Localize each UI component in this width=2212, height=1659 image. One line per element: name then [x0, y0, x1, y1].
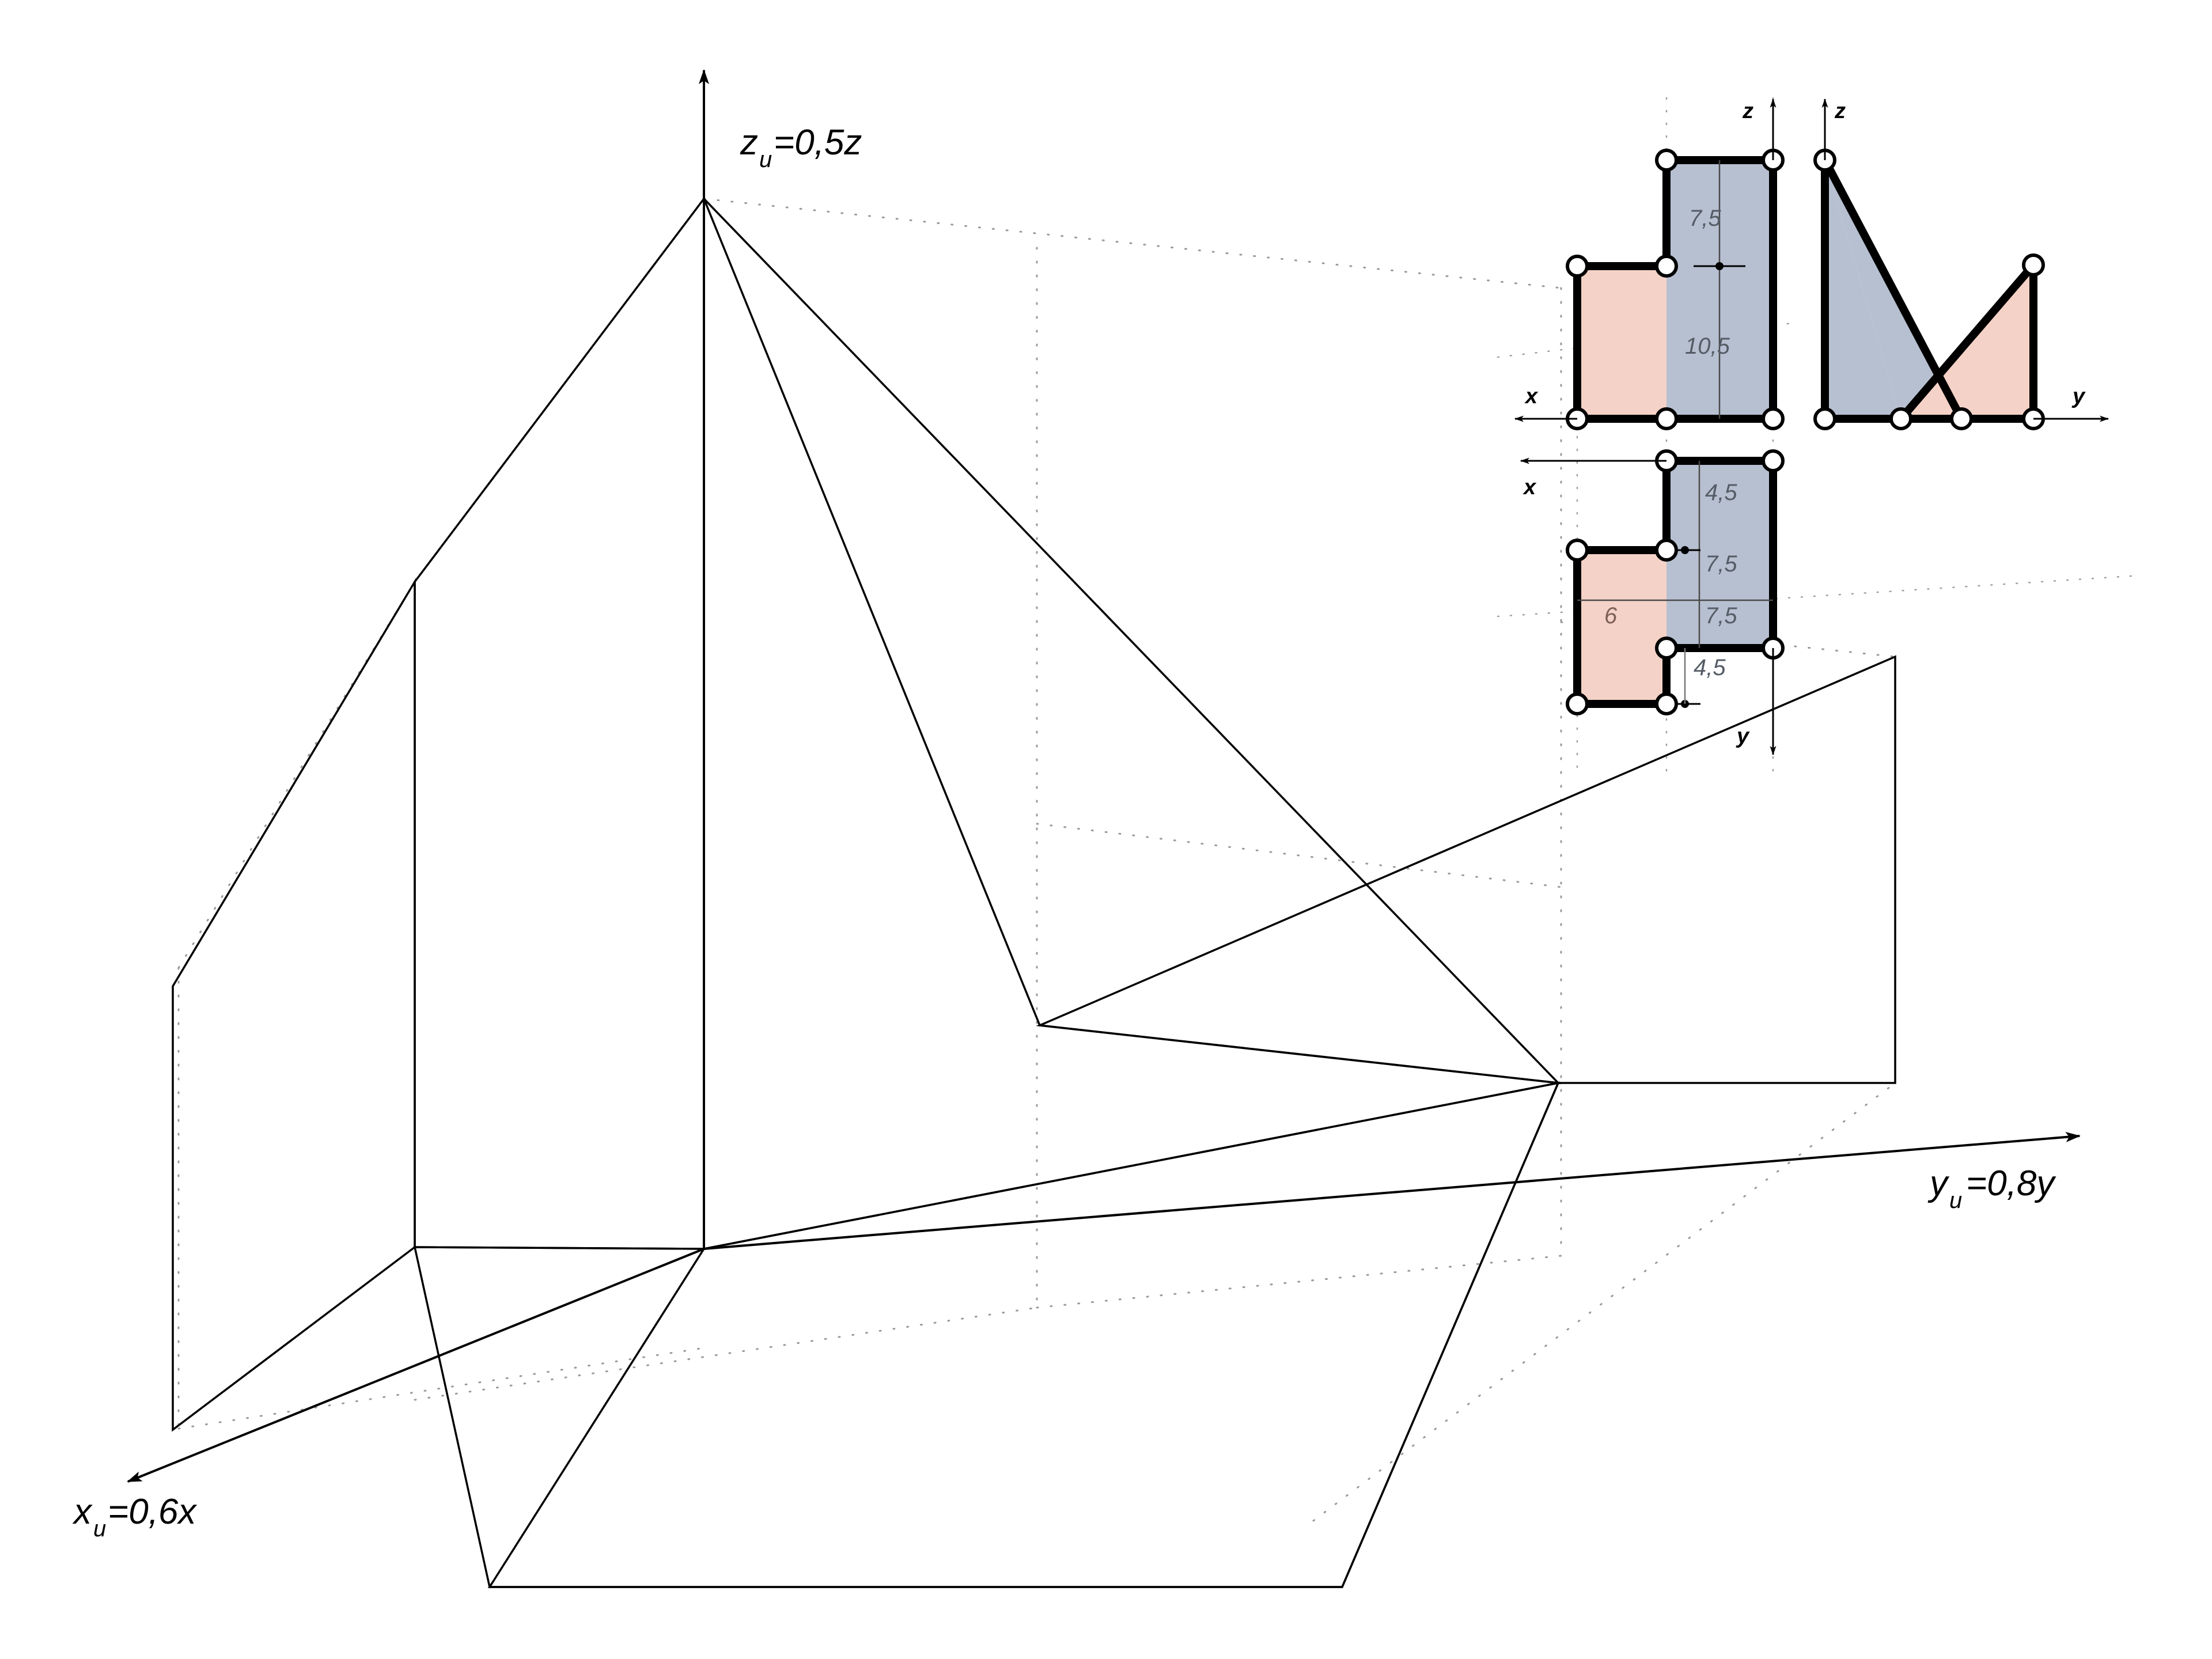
- side-view-vertices: [1813, 149, 2045, 430]
- top-view-dim-6: 6: [1604, 603, 1618, 628]
- plane-inclined: [703, 198, 1561, 1085]
- svg-text:y: y: [1927, 1164, 1950, 1203]
- ortho-projection-dotted: [1497, 97, 2133, 773]
- side-view: z y: [1813, 99, 2109, 430]
- axis-x-line: [127, 1248, 704, 1483]
- plane-horizontal-floor: [413, 1081, 1560, 1588]
- top-view-axis-x-label: x: [1522, 475, 1537, 499]
- plane-zy-wall: [414, 195, 705, 1250]
- front-view-axis-z-label: z: [1742, 99, 1753, 123]
- axis-label-y: y u =0,8y: [1927, 1164, 2056, 1213]
- plane-floor-inner: [487, 1081, 1560, 1588]
- svg-text:u: u: [1949, 1188, 1962, 1213]
- front-view: z x 7,5 10,5: [1514, 99, 1785, 430]
- top-view-dim-7-5-lower: 7,5: [1705, 603, 1737, 628]
- front-view-center-mark: [1694, 262, 1745, 270]
- side-view-axis-z-label: z: [1834, 99, 1846, 123]
- top-view-dim-7-5-mid: 7,5: [1705, 551, 1737, 577]
- side-view-axis-y-label: y: [2071, 384, 2086, 408]
- top-view-dim-4-5-lower: 4,5: [1694, 655, 1726, 680]
- top-view-axis-y-label: y: [1736, 724, 1750, 748]
- svg-text:=0,5z: =0,5z: [774, 123, 862, 162]
- top-view-vertices: [1566, 449, 1785, 715]
- top-view: x y 4,5 7,5 7,5 6 4,5: [1520, 449, 1785, 755]
- svg-text:x: x: [72, 1492, 93, 1532]
- front-view-dim-7-5: 7,5: [1689, 206, 1721, 231]
- top-view-dim-4-5-upper: 4,5: [1705, 480, 1737, 505]
- front-view-axis-x-label: x: [1524, 384, 1539, 408]
- axis-label-x: x u =0,6x: [72, 1492, 197, 1541]
- top-view-pink-face: [1577, 550, 1666, 704]
- svg-text:=0,8y: =0,8y: [1966, 1164, 2056, 1203]
- front-view-vertices: [1566, 149, 1785, 430]
- svg-text:u: u: [93, 1516, 106, 1541]
- svg-text:z: z: [740, 123, 758, 162]
- plane-right-sheet: [1036, 655, 1896, 1084]
- svg-text:u: u: [759, 147, 772, 172]
- svg-text:=0,6x: =0,6x: [108, 1492, 197, 1532]
- top-view-blue-face: [1666, 461, 1773, 648]
- axis-label-z: z u =0,5z: [740, 123, 862, 172]
- axis-y-line: [703, 1131, 2081, 1250]
- front-view-pink-face: [1577, 266, 1666, 419]
- axonometric-system: z u =0,5z x u =0,6x y u =0,8y: [72, 69, 2081, 1588]
- side-view-edge-hypotenuse-pink: [1897, 262, 2037, 422]
- plane-xz-frontal: [172, 578, 416, 1432]
- front-view-dim-10-5: 10,5: [1685, 334, 1730, 359]
